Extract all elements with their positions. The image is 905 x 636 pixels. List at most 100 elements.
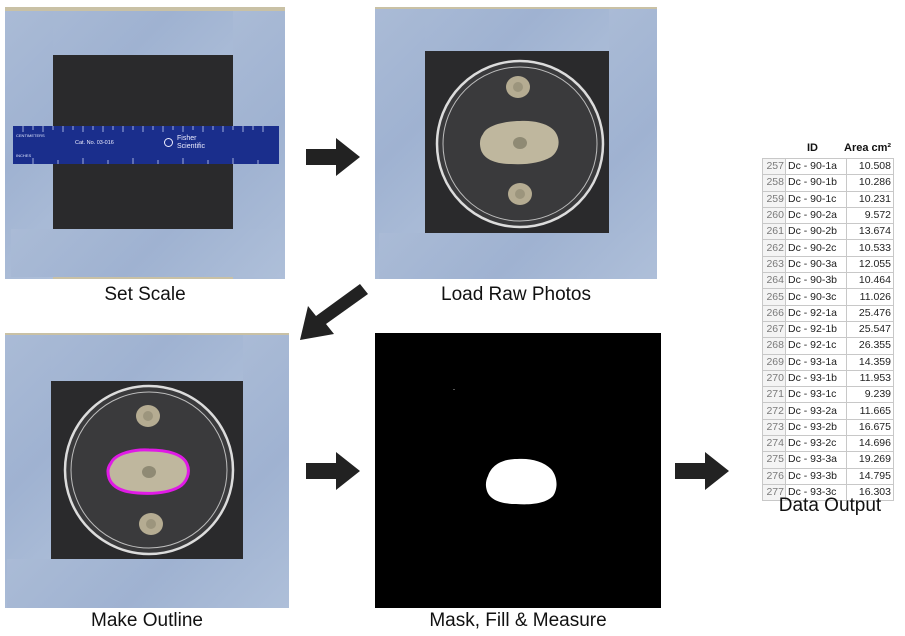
ruler-brand-line2: Scientific	[177, 143, 206, 150]
sample-id: Dc - 90-2c	[785, 239, 847, 257]
sample-id: Dc - 93-3a	[785, 451, 847, 469]
ruler-ticks	[22, 126, 264, 164]
mask-image	[375, 333, 661, 608]
sample-id: Dc - 92-1b	[785, 320, 847, 339]
row-number: 275	[762, 451, 786, 469]
row-number: 265	[762, 288, 786, 306]
ruler-inch-label: INCHES	[16, 153, 32, 158]
row-number: 270	[762, 369, 786, 388]
arrow-right-icon	[675, 452, 729, 490]
sample-id: Dc - 92-1a	[785, 304, 847, 322]
set-scale-photo: CENTIMETERS Cat. No. 03-016 Fisher Scien…	[5, 7, 285, 279]
area-value: 10.464	[846, 272, 894, 290]
area-value: 10.286	[846, 174, 894, 192]
sample-id: Dc - 93-1a	[785, 353, 847, 371]
area-value: 25.547	[846, 320, 894, 339]
area-value: 14.696	[846, 435, 894, 453]
caption-make-outline: Make Outline	[91, 610, 203, 631]
row-number: 276	[762, 467, 786, 485]
row-number: 262	[762, 239, 786, 257]
arrow-right-icon	[306, 138, 360, 176]
caption-set-scale: Set Scale	[104, 284, 186, 305]
petri-dish-outlined	[63, 384, 235, 556]
fisher-logo-icon	[164, 138, 173, 147]
row-number: 261	[762, 223, 786, 241]
ruler-brand-line1: Fisher	[177, 135, 197, 142]
area-value: 19.269	[846, 451, 894, 469]
caption-data-output: Data Output	[778, 495, 882, 516]
area-value: 13.674	[846, 223, 894, 241]
sample-id: Dc - 93-2b	[785, 418, 847, 437]
caption-load-raw-photos: Load Raw Photos	[441, 284, 591, 305]
row-number: 264	[762, 272, 786, 290]
sample-id: Dc - 90-2a	[785, 206, 847, 225]
sample-id: Dc - 93-3b	[785, 467, 847, 485]
sample-id: Dc - 90-1c	[785, 190, 847, 208]
sample-id: Dc - 90-3a	[785, 255, 847, 274]
sample-id: Dc - 93-3c	[785, 483, 847, 502]
sample-id: Dc - 90-3c	[785, 288, 847, 306]
tape-top	[7, 335, 287, 385]
tape-bottom	[7, 559, 287, 608]
area-value: 9.572	[846, 206, 894, 225]
ruler-catalog-number: Cat. No. 03-016	[75, 140, 114, 146]
sample-id: Dc - 93-2a	[785, 402, 847, 420]
arrow-right-icon	[306, 452, 360, 490]
sample-id: Dc - 90-1b	[785, 174, 847, 192]
row-number: 259	[762, 190, 786, 208]
area-value: 25.476	[846, 304, 894, 322]
row-number: 274	[762, 435, 786, 453]
arrow-down-left-icon	[300, 284, 368, 340]
row-number: 266	[762, 304, 786, 322]
row-number: 277	[762, 483, 786, 502]
ruler-cm-label: CENTIMETERS	[16, 133, 45, 138]
area-value: 11.026	[846, 288, 894, 306]
row-number: 273	[762, 418, 786, 437]
tape-bottom	[11, 229, 281, 277]
area-value: 16.303	[846, 483, 894, 502]
area-value: 10.508	[846, 157, 894, 176]
row-number: 258	[762, 174, 786, 192]
area-value: 12.055	[846, 255, 894, 274]
row-number: 269	[762, 353, 786, 371]
caption-mask-fill-measure: Mask, Fill & Measure	[429, 610, 607, 631]
row-number: 257	[762, 157, 786, 176]
sample-id: Dc - 90-3b	[785, 272, 847, 290]
row-number: 272	[762, 402, 786, 420]
area-value: 10.231	[846, 190, 894, 208]
row-number: 271	[762, 386, 786, 404]
area-value: 14.359	[846, 353, 894, 371]
area-value: 14.795	[846, 467, 894, 485]
area-value: 11.665	[846, 402, 894, 420]
petri-dish	[435, 59, 605, 229]
area-value: 11.953	[846, 369, 894, 388]
header-id: ID	[807, 142, 818, 154]
sample-id: Dc - 93-1c	[785, 386, 847, 404]
raw-photo	[375, 7, 657, 279]
area-value: 26.355	[846, 337, 894, 355]
ruler: CENTIMETERS Cat. No. 03-016 Fisher Scien…	[13, 126, 279, 164]
row-number: 268	[762, 337, 786, 355]
